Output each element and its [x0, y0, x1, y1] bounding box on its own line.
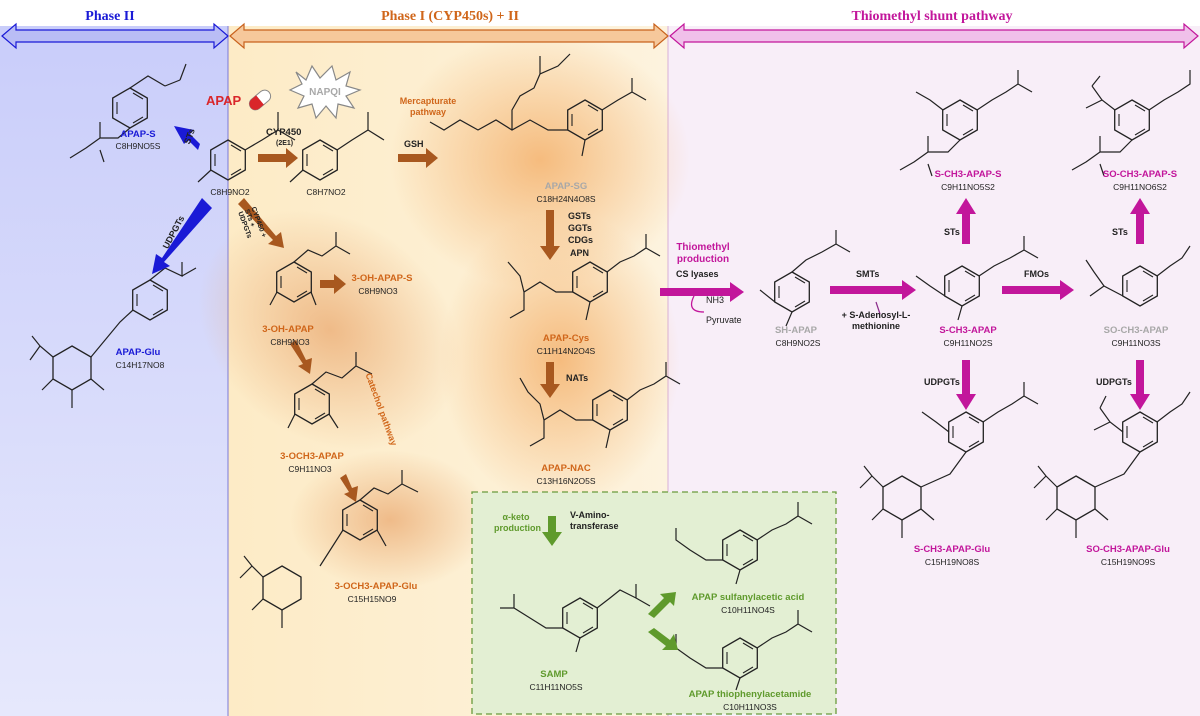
green-arrows — [542, 516, 678, 650]
gsts-label: GSTs — [568, 211, 591, 221]
sh-apap-formula: C8H9NO2S — [775, 338, 821, 348]
oh-apap-s-formula: C8H9NO3 — [358, 286, 398, 296]
udpgts-right-label: UDPGTs — [1096, 377, 1132, 387]
nats-label: NATs — [566, 373, 589, 383]
green-up-arrow — [648, 592, 676, 618]
apap-sg-name: APAP-SG — [544, 181, 588, 192]
apn-label: APN — [570, 248, 590, 258]
thiophenylacetamide-formula: C10H11NO3S — [723, 702, 777, 712]
samp-name: SAMP — [540, 669, 568, 680]
v-aminotransferase-label: V-Amino-transferase — [570, 510, 619, 531]
sts-arrow-right — [1130, 198, 1150, 244]
green-down-arrow — [648, 628, 678, 650]
pyruvate-label: Pyruvate — [706, 315, 742, 325]
cyp-2e1-label: (2E1) — [276, 140, 294, 147]
och3-apap-formula: C9H11NO3 — [288, 464, 332, 474]
napqi-burst — [288, 64, 362, 120]
oh-apap-formula: C8H9NO3 — [270, 337, 310, 347]
soch3-apap-s-name: SO-CH3-APAP-S — [1102, 169, 1178, 180]
oh-apap-s-arrow — [320, 274, 346, 294]
thiomethyl-production-label: Thiomethyl production — [676, 242, 730, 265]
napqi-formula: C8H7NO2 — [306, 187, 346, 197]
udpgts-arrow-right — [1130, 360, 1150, 410]
udpgts-mid-label: UDPGTs — [924, 377, 960, 387]
apap-nac-name: APAP-NAC — [541, 463, 591, 474]
och3-apap-glu-formula: C15H15NO9 — [347, 594, 397, 604]
ggts-label: GGTs — [568, 223, 592, 233]
cyp450-label: CYP450 — [266, 127, 302, 138]
sts-mid-label: STs — [944, 227, 960, 237]
smts-label: SMTs — [856, 269, 880, 279]
apap-s-formula: C8H9NO5S — [115, 141, 161, 151]
apap-name: APAP — [206, 93, 242, 108]
sts-arrow-mid — [956, 198, 976, 244]
samp-formula: C11H11NO5S — [529, 682, 583, 692]
och3-arrow — [290, 340, 312, 374]
apap-glu-formula: C14H17NO8 — [115, 360, 165, 370]
apap-sg-formula: C18H24N4O8S — [536, 194, 596, 204]
apap-cys-name: APAP-Cys — [542, 333, 590, 344]
apap-formula: C8H9NO2 — [210, 187, 250, 197]
phase2-header-arrow — [1, 22, 229, 50]
alpha-keto-arrow — [542, 516, 562, 546]
magenta-arrows — [660, 198, 1150, 410]
och3-glu-arrow — [340, 474, 358, 502]
gsh-label: GSH — [404, 139, 424, 149]
fmos-label: FMOs — [1024, 269, 1050, 279]
alpha-keto-label: α-keto production — [494, 512, 541, 534]
soch3-apap-formula: C9H11NO3S — [1111, 338, 1161, 348]
sch3-apap-name: S-CH3-APAP — [939, 325, 997, 336]
soch3-apap-glu-name: SO-CH3-APAP-Glu — [1086, 544, 1170, 555]
sch3-apap-s-formula: C9H11NO5S2 — [941, 182, 995, 192]
udpgts-arrow-mid — [956, 360, 976, 410]
sch3-apap-formula: C9H11NO2S — [943, 338, 993, 348]
sch3-apap-glu-formula: C15H19NO8S — [924, 557, 980, 567]
thiomethyl-header-arrow — [669, 22, 1199, 50]
catechol-arrow — [238, 198, 284, 248]
sam-label: + S-Adenosyl-L-methionine — [841, 310, 911, 331]
sts-right-label: STs — [1112, 227, 1128, 237]
och3-apap-glu-name: 3-OCH3-APAP-Glu — [334, 581, 418, 592]
sch3-apap-s-name: S-CH3-APAP-S — [934, 169, 1002, 180]
smts-arrow — [830, 280, 916, 300]
sulfanylacetic-name: APAP sulfanylacetic acid — [691, 592, 805, 603]
cs-lyases-label: CS lyases — [676, 269, 719, 279]
sulfanylacetic-formula: C10H11NO4S — [721, 605, 775, 615]
apap-glu-name: APAP-Glu — [115, 347, 161, 358]
brown-arrows — [238, 148, 560, 502]
soch3-apap-name: SO-CH3-APAP — [1103, 325, 1169, 336]
mercapturate-label: Mercapturate pathway — [399, 96, 457, 118]
nh3-label: NH3 — [706, 295, 725, 305]
apap-nac-formula: C13H16N2O5S — [536, 476, 596, 486]
och3-apap-name: 3-OCH3-APAP — [280, 451, 344, 462]
oh-apap-name: 3-OH-APAP — [262, 324, 314, 335]
gsh-arrow — [398, 148, 438, 168]
phase1-header: Phase I (CYP450s) + II — [381, 9, 519, 24]
phase2-header: Phase II — [85, 9, 135, 24]
gsts-arrow — [540, 210, 560, 260]
nats-arrow — [540, 362, 560, 398]
napqi-name: NAPQI — [309, 87, 341, 98]
phase1-header-arrow — [229, 22, 669, 50]
thiophenylacetamide-name: APAP thiophenylacetamide — [688, 689, 812, 700]
sh-apap-name: SH-APAP — [774, 325, 818, 336]
pill-icon — [248, 89, 272, 111]
cyp450-arrow — [258, 148, 298, 168]
oh-apap-s-name: 3-OH-APAP-S — [351, 273, 413, 284]
cs-lyases-arrow — [660, 282, 744, 302]
apap-cys-formula: C11H14N2O4S — [536, 346, 596, 356]
sch3-apap-glu-name: S-CH3-APAP-Glu — [913, 544, 991, 555]
udpgts-arrow-left — [152, 198, 212, 274]
thiomethyl-header: Thiomethyl shunt pathway — [851, 9, 1013, 24]
cdgs-label: CDGs — [568, 235, 594, 245]
soch3-apap-glu-formula: C15H19NO9S — [1100, 557, 1156, 567]
sts-arrow-left — [174, 126, 200, 150]
apap-s-name: APAP-S — [120, 129, 156, 140]
soch3-apap-s-formula: C9H11NO6S2 — [1113, 182, 1167, 192]
fmos-arrow — [1002, 280, 1074, 300]
blue-arrows — [152, 126, 212, 274]
